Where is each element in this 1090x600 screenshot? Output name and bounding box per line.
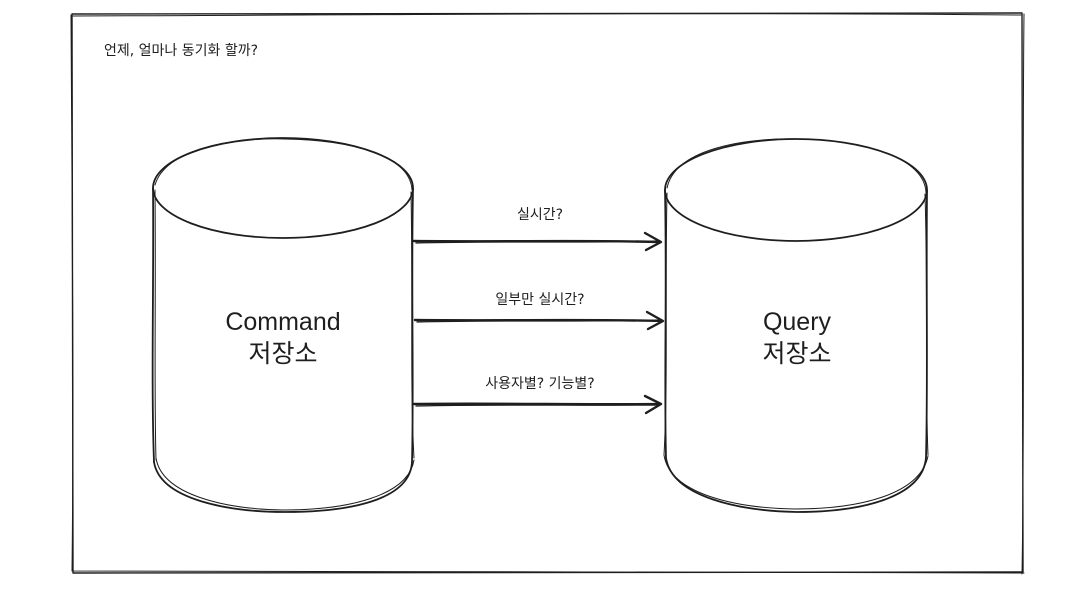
edge-label-realtime: 실시간? [517, 207, 563, 223]
command-store-label-line2: 저장소 [248, 340, 317, 368]
edge-arrow-partial-realtime [413, 310, 665, 331]
command-store-cylinder [151, 137, 415, 513]
query-store-cylinder [663, 138, 929, 513]
command-store-label-line1: Command [225, 308, 340, 336]
query-store-label-line2: 저장소 [762, 340, 831, 368]
edge-label-per-user-feature: 사용자별? 기능별? [485, 376, 594, 392]
diagram-title: 언제, 얼마나 동기화 할까? [104, 43, 258, 59]
query-store-label-line1: Query [763, 308, 832, 336]
edge-label-partial-realtime: 일부만 실시간? [495, 292, 584, 308]
edge-arrow-realtime [412, 231, 663, 252]
frame [70, 12, 1025, 575]
edge-arrow-per-user-feature [412, 394, 663, 415]
